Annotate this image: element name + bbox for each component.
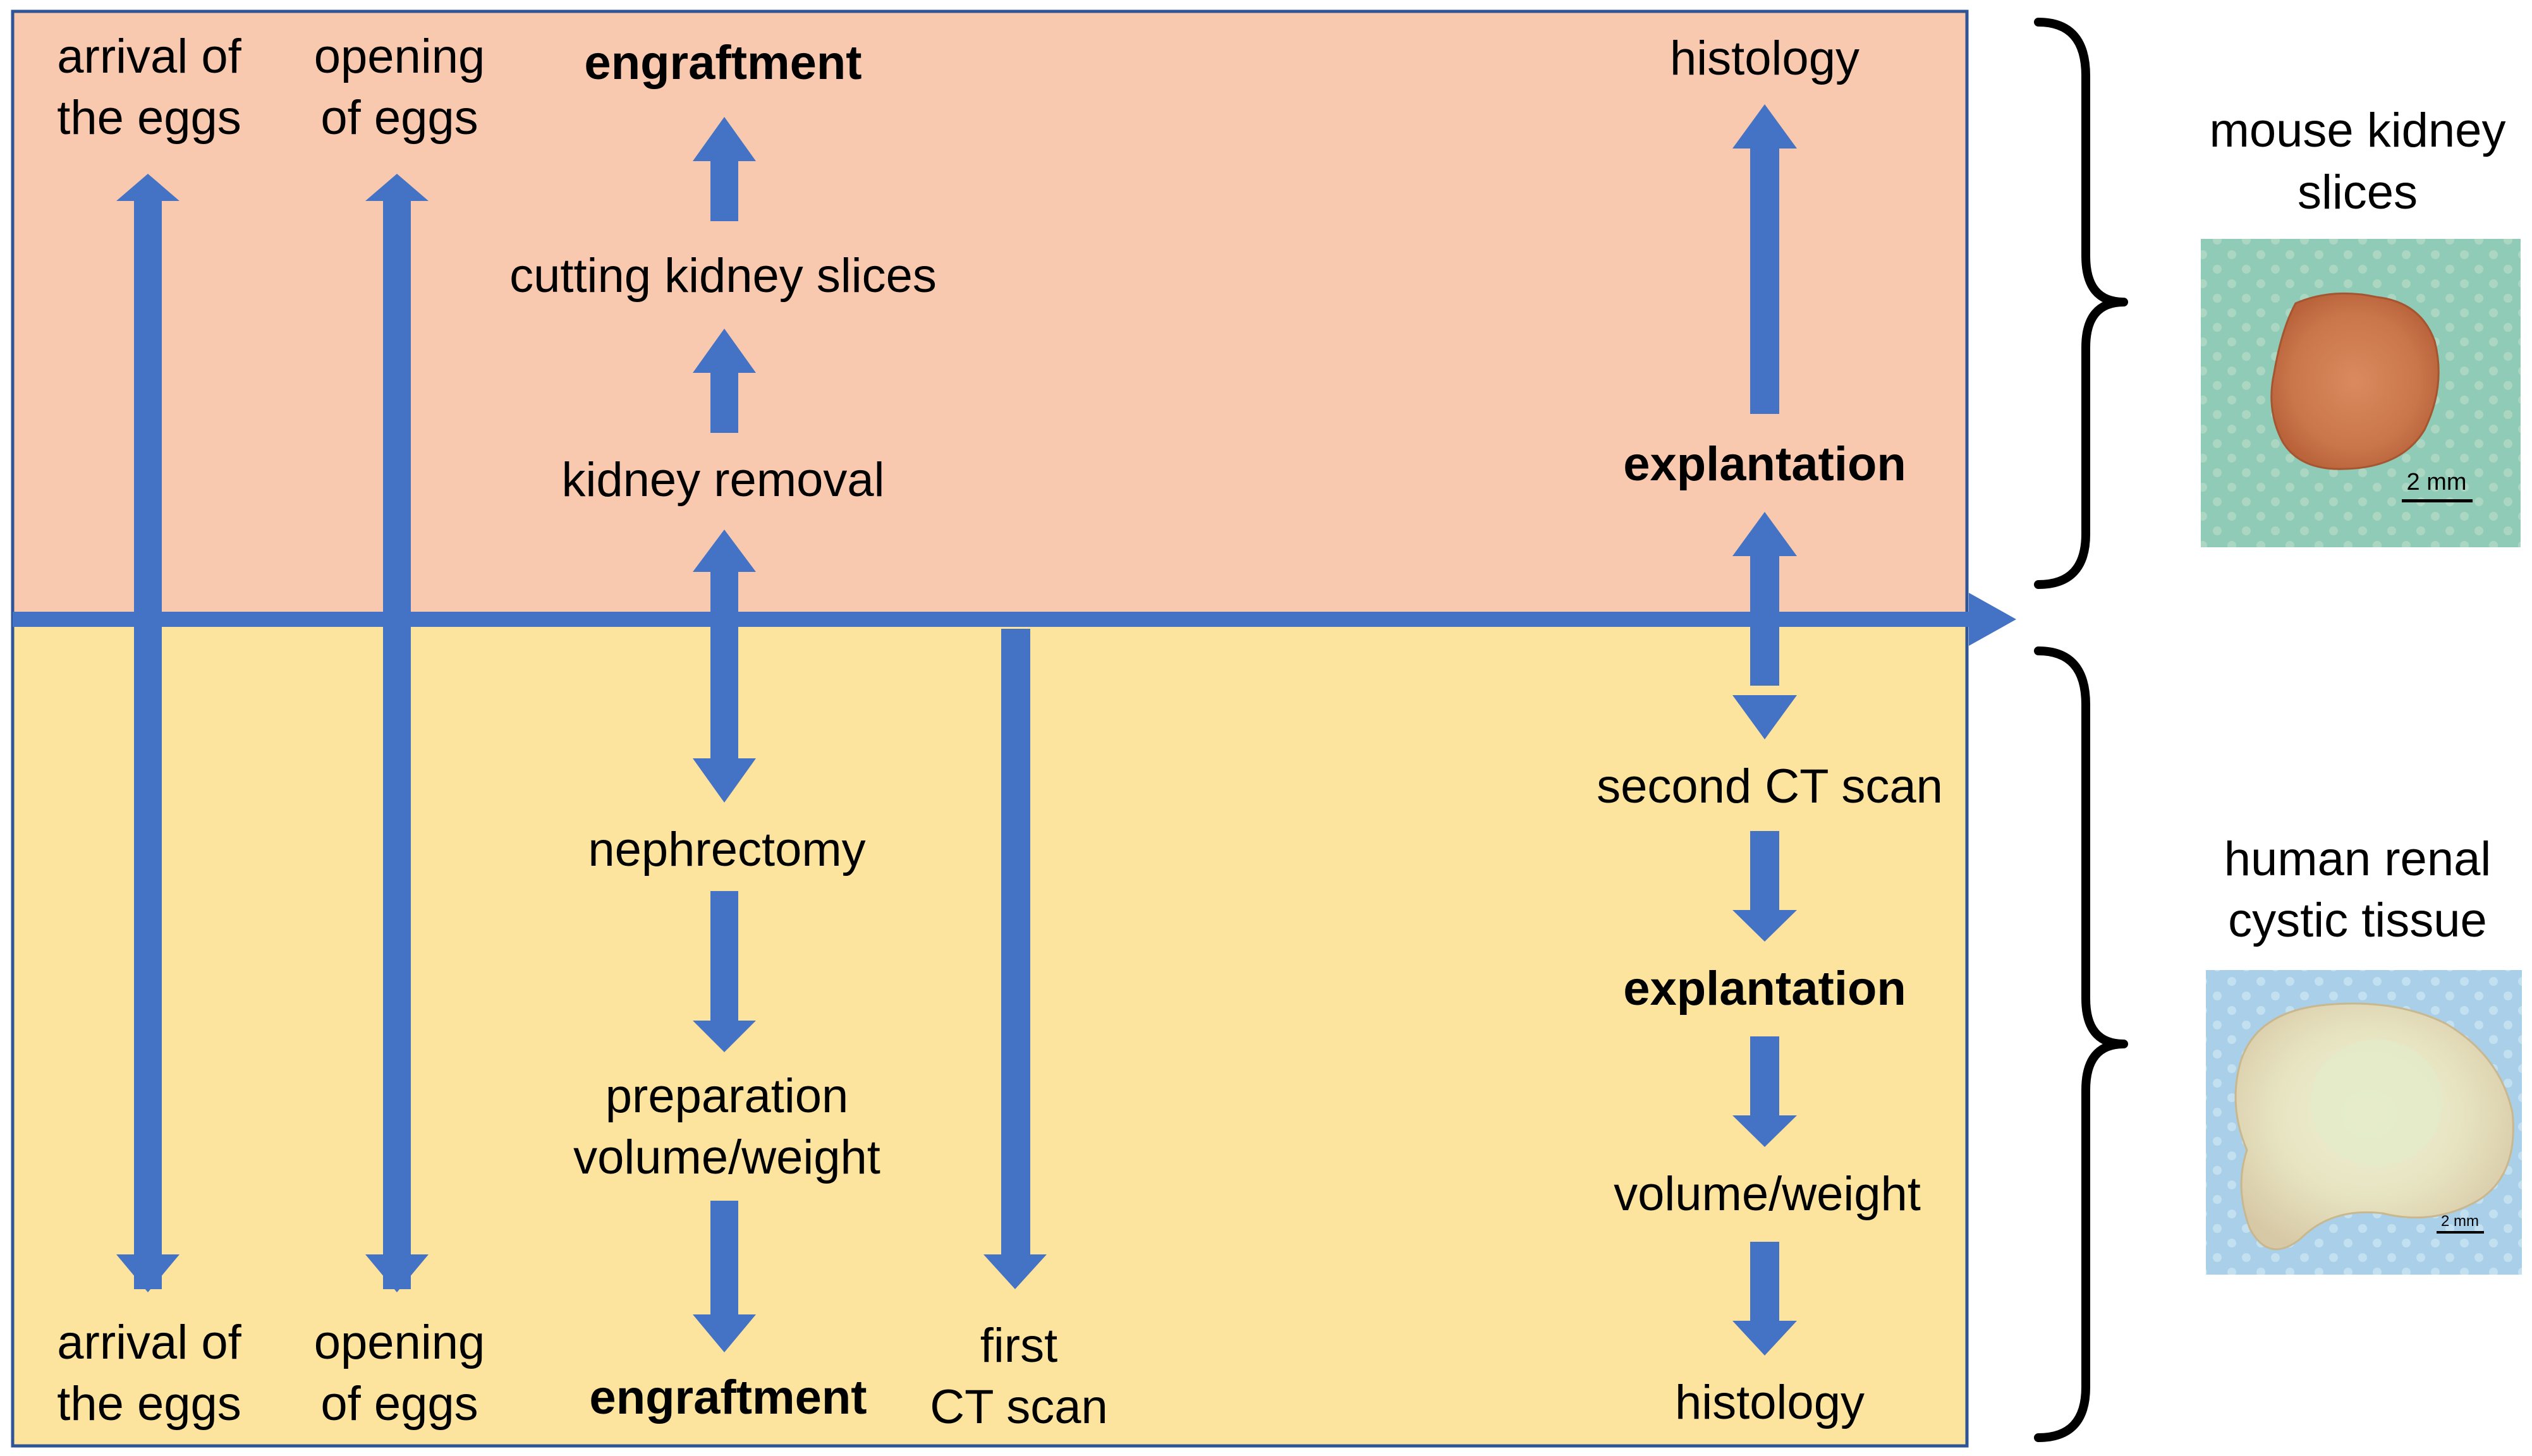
human-explantation-label: explantation <box>1623 962 1906 1016</box>
opening-eggs-arrow <box>365 174 429 1292</box>
human-first-ct-label: first <box>980 1319 1057 1373</box>
human-arrow-down-1 <box>693 891 756 1052</box>
mouse-histology-label: histology <box>1670 32 1859 85</box>
mouse-explantation-label: explantation <box>1623 437 1906 491</box>
human-arrival-label: arrival of <box>57 1316 241 1369</box>
mouse-opening-label-2: of eggs <box>320 91 478 145</box>
mouse-small-arrow-up-2 <box>693 329 756 433</box>
human-scale-bar <box>2437 1231 2484 1234</box>
mouse-engraftment-label: engraftment <box>584 36 861 90</box>
human-first-ct-label-2: CT scan <box>930 1380 1108 1434</box>
mouse-kidney-slices-title-2: slices <box>2298 166 2418 219</box>
human-right-arrow-2 <box>1732 1036 1797 1147</box>
kidney-slice-shape <box>2270 292 2440 470</box>
human-preparation-label-2: volume/weight <box>573 1131 880 1184</box>
human-cystic-tissue-title-2: cystic tissue <box>2228 894 2487 947</box>
mouse-group-brace <box>2034 18 2128 589</box>
first-ct-arrow <box>983 629 1047 1289</box>
mouse-arrival-label-2: the eggs <box>57 91 241 145</box>
human-second-ct-label: second CT scan <box>1597 760 1943 813</box>
human-right-arrow-3 <box>1732 1242 1797 1356</box>
mouse-kidney-slices-title: mouse kidney <box>2210 104 2506 157</box>
human-opening-label-2: of eggs <box>320 1377 478 1431</box>
mouse-kidney-slice-photo: 2 mm <box>2201 239 2521 547</box>
kidney-removal-nephrectomy-arrow <box>693 530 756 803</box>
mouse-scale-bar <box>2402 499 2473 502</box>
human-cystic-tissue-title: human renal <box>2224 832 2492 886</box>
human-right-arrow-1 <box>1732 831 1797 942</box>
human-protocol-panel <box>11 616 1969 1448</box>
human-scale-label: 2 mm <box>2441 1213 2479 1230</box>
mouse-histology-arrow <box>1732 104 1797 414</box>
mouse-protocol-panel <box>11 9 1969 620</box>
human-volume-weight-label: volume/weight <box>1614 1167 1921 1221</box>
mouse-scale-label: 2 mm <box>2407 469 2467 495</box>
mouse-kidney-removal-label: kidney removal <box>561 453 884 507</box>
human-nephrectomy-label: nephrectomy <box>588 823 865 877</box>
human-arrival-label-2: the eggs <box>57 1377 241 1431</box>
human-group-brace <box>2034 646 2128 1442</box>
mouse-small-arrow-up-1 <box>693 117 756 221</box>
explantation-secondct-arrow <box>1732 512 1797 739</box>
cyst-inner-bulge <box>2310 1040 2443 1166</box>
human-preparation-label: preparation <box>606 1069 849 1123</box>
arrival-eggs-arrow <box>116 174 180 1292</box>
human-engraftment-label: engraftment <box>589 1371 867 1424</box>
human-cystic-tissue-photo: 2 mm <box>2206 970 2522 1275</box>
mouse-arrival-label: arrival of <box>57 30 241 83</box>
time-axis-arrow <box>13 593 2016 646</box>
human-histology-label: histology <box>1675 1376 1865 1429</box>
mouse-opening-label: opening <box>314 30 485 83</box>
mouse-cutting-label: cutting kidney slices <box>509 249 937 303</box>
human-opening-label: opening <box>314 1316 485 1369</box>
human-arrow-down-2 <box>693 1201 756 1352</box>
